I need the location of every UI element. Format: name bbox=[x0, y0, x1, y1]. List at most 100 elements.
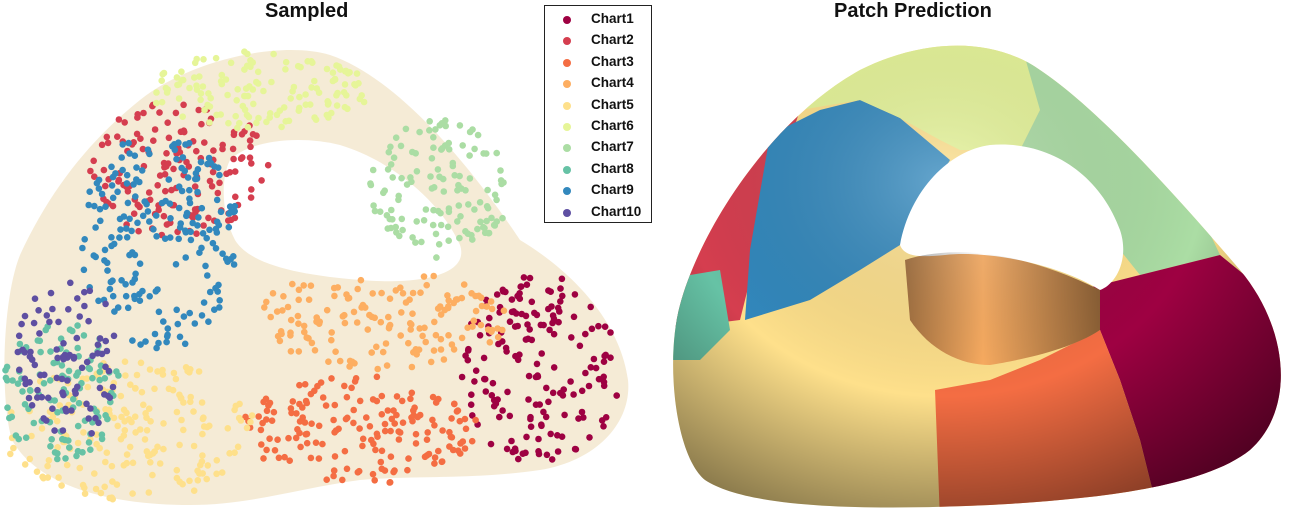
sample-point bbox=[483, 303, 491, 310]
sample-point bbox=[405, 455, 412, 462]
sample-point bbox=[239, 154, 246, 161]
sample-point bbox=[203, 475, 210, 483]
sample-point bbox=[567, 378, 574, 385]
sample-point bbox=[149, 471, 156, 479]
sample-point bbox=[28, 432, 35, 440]
sample-point bbox=[472, 416, 479, 424]
sample-point bbox=[525, 396, 532, 403]
sample-point bbox=[200, 299, 208, 306]
sample-point bbox=[217, 78, 225, 85]
sample-point bbox=[368, 349, 376, 356]
sample-point bbox=[169, 143, 176, 150]
sample-point bbox=[381, 427, 389, 435]
sample-point bbox=[253, 119, 260, 127]
sample-point bbox=[145, 189, 153, 196]
sample-point bbox=[412, 440, 420, 447]
sample-point bbox=[506, 412, 514, 420]
sample-point bbox=[419, 332, 426, 340]
sample-point bbox=[126, 215, 133, 223]
sample-point bbox=[407, 395, 414, 403]
sample-point bbox=[179, 154, 187, 161]
sample-point bbox=[202, 262, 209, 270]
sample-point bbox=[25, 394, 33, 402]
sample-point bbox=[249, 131, 257, 138]
sample-point bbox=[108, 494, 116, 502]
sample-point bbox=[83, 400, 90, 408]
sample-point bbox=[152, 212, 160, 219]
sample-point bbox=[410, 349, 417, 356]
sample-point bbox=[30, 419, 38, 427]
sample-point bbox=[65, 367, 73, 375]
sample-point bbox=[60, 340, 67, 347]
sample-point bbox=[212, 54, 220, 62]
sample-point bbox=[231, 449, 238, 457]
sample-point bbox=[258, 177, 265, 184]
sample-point bbox=[180, 101, 187, 109]
sample-point bbox=[234, 443, 242, 451]
sample-point bbox=[132, 429, 139, 436]
legend-marker bbox=[563, 80, 571, 89]
sample-point bbox=[386, 295, 394, 303]
sample-point bbox=[323, 306, 331, 314]
sample-point bbox=[514, 322, 521, 330]
sample-point bbox=[133, 164, 140, 171]
sample-point bbox=[440, 188, 448, 195]
sample-point bbox=[296, 93, 303, 101]
sample-point bbox=[353, 319, 361, 326]
sample-point bbox=[379, 348, 387, 356]
sample-point bbox=[84, 383, 92, 391]
sample-point bbox=[503, 445, 511, 453]
sample-point bbox=[236, 119, 243, 127]
legend-marker bbox=[563, 16, 571, 24]
sample-point bbox=[270, 408, 278, 416]
sample-point bbox=[292, 434, 300, 442]
sample-point bbox=[105, 367, 113, 375]
sample-point bbox=[85, 317, 92, 325]
sample-point bbox=[63, 461, 71, 469]
sample-point bbox=[570, 313, 578, 321]
sample-point bbox=[526, 274, 534, 282]
legend-label: Chart1 bbox=[591, 11, 634, 26]
sample-point bbox=[363, 414, 370, 421]
sample-point bbox=[224, 91, 231, 99]
sample-point bbox=[46, 377, 54, 384]
sample-point bbox=[3, 363, 11, 371]
sample-point bbox=[512, 352, 519, 360]
sample-point bbox=[282, 118, 290, 125]
sample-point bbox=[420, 273, 428, 280]
sample-point bbox=[350, 308, 358, 316]
sample-point bbox=[430, 144, 437, 151]
sample-point bbox=[346, 363, 353, 370]
sample-point bbox=[207, 94, 214, 102]
sample-point bbox=[91, 470, 98, 477]
sample-point bbox=[413, 218, 421, 225]
sample-point bbox=[476, 199, 484, 206]
sample-point bbox=[273, 308, 281, 315]
sample-point bbox=[391, 467, 398, 474]
sample-point bbox=[117, 392, 125, 400]
sample-point bbox=[10, 444, 17, 452]
sample-point bbox=[389, 174, 397, 181]
sample-point bbox=[109, 202, 117, 210]
sample-point bbox=[260, 455, 267, 462]
sample-point bbox=[378, 411, 386, 418]
sample-point bbox=[117, 226, 124, 233]
sample-point bbox=[466, 128, 474, 136]
sample-point bbox=[417, 289, 424, 297]
sample-point bbox=[80, 429, 87, 436]
sample-point bbox=[534, 372, 541, 379]
sample-point bbox=[601, 323, 609, 331]
sample-point bbox=[369, 290, 377, 297]
sample-point bbox=[150, 226, 157, 233]
sample-point bbox=[422, 206, 430, 213]
sample-point bbox=[445, 139, 453, 147]
sample-point bbox=[176, 149, 184, 156]
sample-point bbox=[508, 296, 516, 303]
sample-point bbox=[86, 365, 94, 373]
sample-point bbox=[398, 215, 406, 223]
sample-point bbox=[426, 118, 434, 125]
sample-point bbox=[312, 116, 320, 123]
sample-point bbox=[218, 469, 226, 476]
sample-point bbox=[459, 142, 467, 149]
sample-point bbox=[40, 380, 48, 387]
